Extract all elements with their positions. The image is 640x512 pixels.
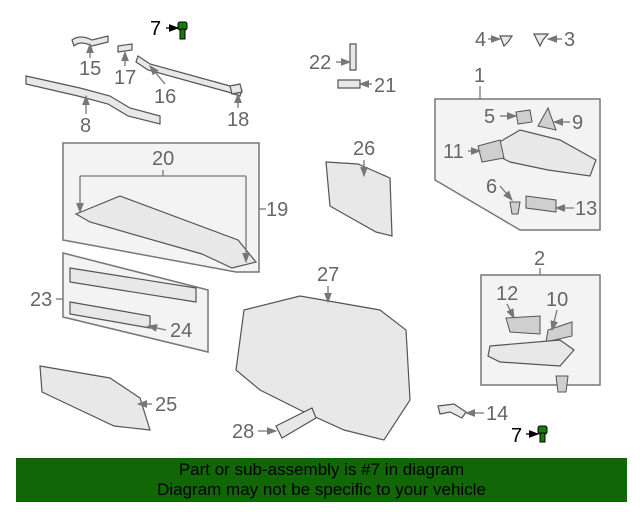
part-22[interactable] [349,43,357,71]
part-16[interactable] [135,55,243,97]
part-14[interactable] [437,403,467,419]
part-27[interactable] [235,295,411,441]
callout-26[interactable]: 26 [353,138,375,160]
callout-4[interactable]: 4 [475,29,486,51]
callout-24[interactable]: 24 [170,320,192,342]
part-25[interactable] [39,365,151,431]
part-highlighted-clip-7-top[interactable] [177,21,188,40]
part-9[interactable] [537,106,557,131]
callout-21[interactable]: 21 [374,75,396,97]
callout-2[interactable]: 2 [534,248,545,270]
callout-16[interactable]: 16 [154,86,176,108]
callout-25[interactable]: 25 [155,394,177,416]
part-28[interactable] [275,407,317,439]
callout-3[interactable]: 3 [564,29,575,51]
callout-18[interactable]: 18 [227,109,249,131]
part-20[interactable] [74,195,258,269]
callout-7-top[interactable]: 7 [150,18,161,40]
part-2-clip[interactable] [555,375,569,393]
info-banner: Part or sub-assembly is #7 in diagram Di… [16,458,627,502]
banner-line-part-number: Part or sub-assembly is #7 in diagram [178,460,465,479]
part-11[interactable] [477,139,505,163]
part-highlighted-clip-7-bottom[interactable] [537,425,548,443]
callout-23[interactable]: 23 [30,289,52,311]
callout-19[interactable]: 19 [266,199,288,221]
callout-7-bottom[interactable]: 7 [511,425,522,447]
group-box-1 [434,98,601,231]
part-10[interactable] [545,321,573,343]
callout-14[interactable]: 14 [486,403,508,425]
callout-27[interactable]: 27 [317,264,339,286]
callout-11[interactable]: 11 [443,141,464,163]
callout-5[interactable]: 5 [484,106,495,128]
part-21[interactable] [337,79,361,89]
part-2-lower[interactable] [487,339,575,367]
part-cowl-1[interactable] [484,129,597,177]
part-17[interactable] [117,43,133,53]
part-23[interactable] [69,267,197,303]
callout-9[interactable]: 9 [572,112,583,134]
part-5[interactable] [515,109,533,125]
callout-12[interactable]: 12 [496,283,518,305]
callout-8[interactable]: 8 [80,115,91,137]
callout-6[interactable]: 6 [486,176,497,198]
callout-1[interactable]: 1 [474,65,485,87]
callout-28[interactable]: 28 [232,421,254,443]
part-12[interactable] [505,315,541,335]
part-15[interactable] [71,35,109,48]
part-3[interactable] [533,33,550,48]
callout-10[interactable]: 10 [546,289,568,311]
part-6[interactable] [509,201,521,215]
part-8[interactable] [25,75,161,125]
part-18[interactable] [229,83,243,95]
callout-22[interactable]: 22 [309,52,331,74]
part-26[interactable] [325,161,393,237]
part-4[interactable] [499,35,514,48]
part-13[interactable] [525,195,557,213]
callout-15[interactable]: 15 [79,58,101,80]
callout-13[interactable]: 13 [575,198,597,220]
callout-17[interactable]: 17 [114,67,136,89]
banner-line-disclaimer: Diagram may not be specific to your vehi… [157,480,486,499]
callout-20[interactable]: 20 [152,148,174,170]
